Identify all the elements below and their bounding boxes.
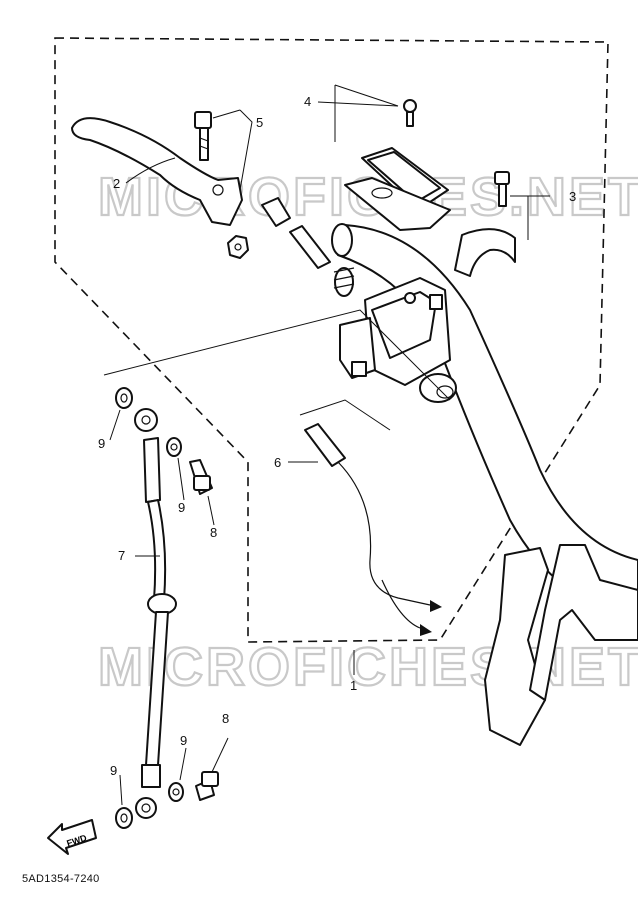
drawing-code: 5AD1354-7240	[22, 873, 100, 885]
callout-9b: 9	[178, 500, 185, 515]
watermark-bottom: MICROFICHES.NET	[98, 637, 638, 697]
brake-lever	[71, 117, 243, 226]
callout-3: 3	[569, 189, 576, 204]
callout-9c: 9	[110, 763, 117, 778]
fwd-arrow-icon: FWD	[47, 819, 97, 855]
callout-8a: 8	[210, 525, 217, 540]
brake-switch	[304, 423, 442, 636]
callout-2: 2	[113, 176, 120, 191]
brake-hose	[134, 408, 177, 819]
callout-9a: 9	[98, 436, 105, 451]
master-cylinder	[339, 277, 457, 403]
leader-lines	[103, 84, 550, 806]
callout-1: 1	[350, 678, 357, 693]
callout-7: 7	[118, 548, 125, 563]
piston-kit	[261, 197, 355, 297]
cap-screw	[403, 99, 417, 127]
callout-8b: 8	[222, 711, 229, 726]
pivot-bolt	[194, 111, 212, 161]
holder-bracket	[454, 171, 516, 277]
callout-6: 6	[274, 455, 281, 470]
reservoir-cap	[344, 147, 451, 231]
washers	[115, 387, 184, 829]
callout-4: 4	[304, 94, 311, 109]
callout-9d: 9	[180, 733, 187, 748]
pivot-nut	[227, 235, 249, 259]
callout-5: 5	[256, 115, 263, 130]
union-bolts	[189, 459, 219, 801]
assembly-boundary	[54, 37, 609, 643]
